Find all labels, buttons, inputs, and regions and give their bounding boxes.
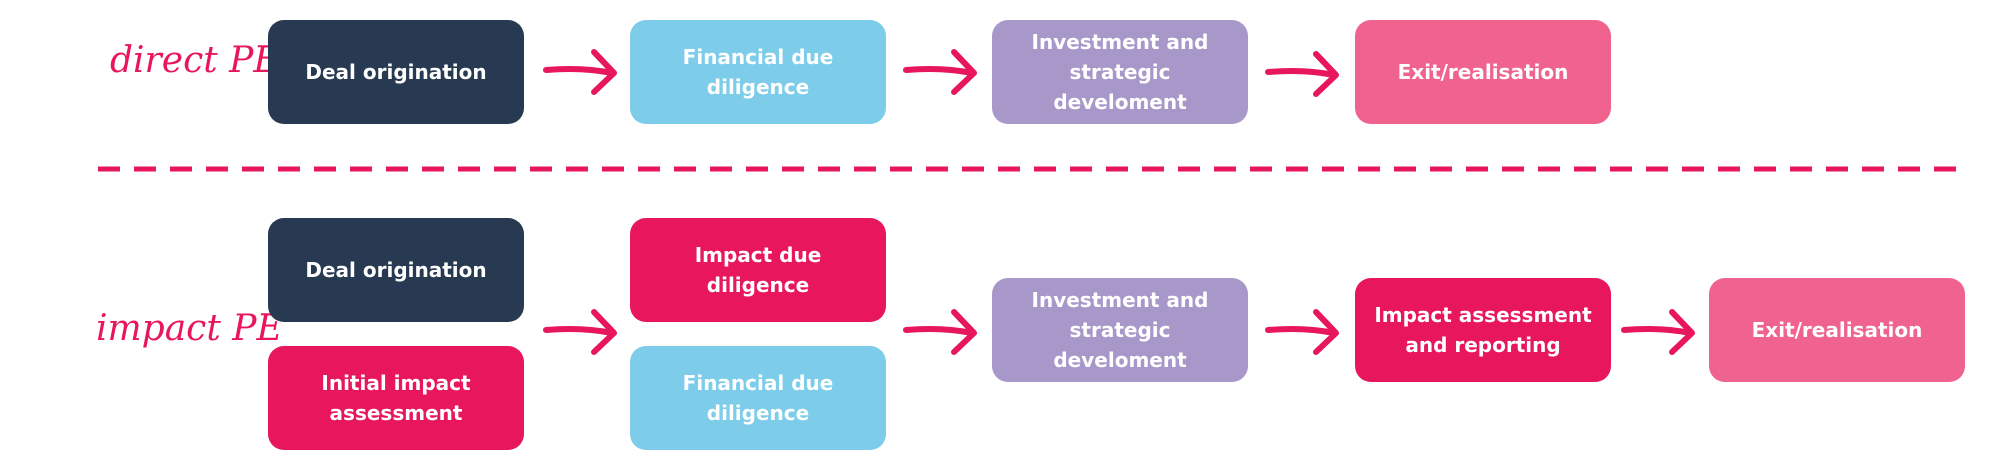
direct-step-deal-origination: Deal origination xyxy=(268,20,524,124)
step-label: Financial due diligence xyxy=(682,371,834,425)
step-label: Investment and strategic develoment xyxy=(1031,30,1209,114)
direct-pe-label: direct PE xyxy=(110,40,280,81)
impact-step-investment: Investment and strategic develoment xyxy=(992,278,1248,382)
step-label: Impact assessment and reporting xyxy=(1374,303,1592,357)
arrow-right-icon xyxy=(543,309,617,355)
direct-step-investment: Investment and strategic develoment xyxy=(992,20,1248,124)
arrow-right-icon xyxy=(1265,309,1339,355)
step-label: Initial impact assessment xyxy=(321,371,471,425)
impact-step-deal-origination: Deal origination xyxy=(268,218,524,322)
step-label: Deal origination xyxy=(305,258,487,282)
direct-step-financial-due-diligence: Financial due diligence xyxy=(630,20,886,124)
impact-step-exit: Exit/realisation xyxy=(1709,278,1965,382)
impact-step-financial-due-diligence: Financial due diligence xyxy=(630,346,886,450)
arrow-right-icon xyxy=(543,49,617,95)
step-label: Financial due diligence xyxy=(682,45,834,99)
step-label: Exit/realisation xyxy=(1397,60,1569,84)
arrow-right-icon xyxy=(1265,51,1339,97)
impact-step-impact-assessment-reporting: Impact assessment and reporting xyxy=(1355,278,1611,382)
step-label: Investment and strategic develoment xyxy=(1031,288,1209,372)
arrow-right-icon xyxy=(903,309,977,355)
step-label: Impact due diligence xyxy=(694,243,822,297)
step-label: Exit/realisation xyxy=(1751,318,1923,342)
arrow-right-icon xyxy=(1621,309,1695,355)
step-label: Deal origination xyxy=(305,60,487,84)
impact-step-impact-due-diligence: Impact due diligence xyxy=(630,218,886,322)
impact-step-initial-impact-assessment: Initial impact assessment xyxy=(268,346,524,450)
section-divider xyxy=(98,166,1966,172)
arrow-right-icon xyxy=(903,49,977,95)
impact-pe-label: impact PE xyxy=(96,308,283,349)
direct-step-exit: Exit/realisation xyxy=(1355,20,1611,124)
